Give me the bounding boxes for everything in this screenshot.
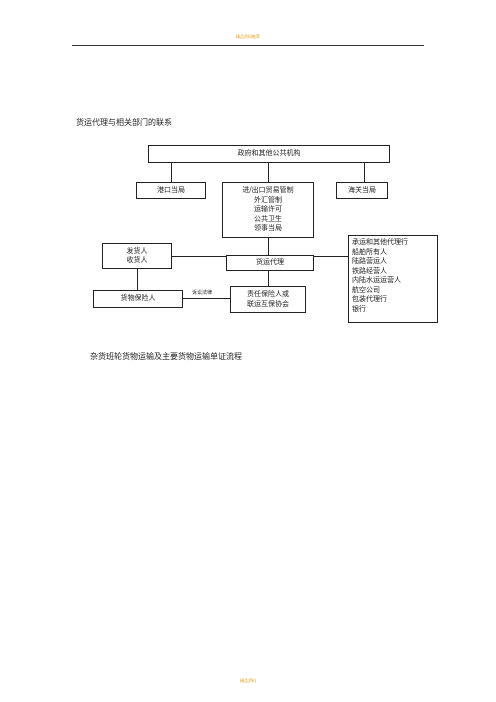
trade-control-line: 运输许可 (254, 205, 282, 214)
cargo-insurer-label: 货物保险人 (120, 294, 156, 303)
carrier-item: 陆路营运人 (352, 257, 387, 265)
carrier-item: 包装代理行 (352, 295, 387, 303)
connector-port-up (171, 163, 172, 182)
trade-control-line: 进/出口贸易管制 (242, 186, 294, 195)
consignee-label: 收货人 (126, 256, 148, 264)
port-authority-box: 港口当局 (136, 182, 206, 199)
liability-insurer-line: 责任保险人或 (247, 290, 289, 298)
connector-gov-down (268, 163, 269, 182)
port-authority-label: 港口当局 (157, 185, 185, 194)
trade-control-line: 公共卫生 (254, 214, 282, 223)
customs-label: 海关当局 (348, 185, 376, 194)
government-label: 政府和其他公共机构 (237, 149, 301, 158)
trade-control-line: 领事当局 (254, 224, 282, 233)
section-title-liner-flow: 杂货班轮货物运输及主要货物运输单证流程 (90, 352, 242, 361)
connector-insurer-liability (183, 298, 230, 299)
liability-insurer-line: 联运互保协会 (247, 299, 289, 308)
header-divider (72, 45, 424, 46)
government-box: 政府和其他公共机构 (148, 145, 390, 163)
header-link[interactable]: 精品资料推荐 (236, 34, 260, 39)
section-title-forwarder-relations: 货运代理与相关部门的联系 (76, 118, 172, 127)
connector-forwarder-liability (268, 271, 269, 286)
connector-customs-up (364, 163, 365, 182)
carrier-item: 铁路经营人 (352, 266, 387, 275)
trade-control-line: 外汇管制 (254, 195, 282, 204)
liability-insurer-box: 责任保险人或 联运互保协会 (230, 286, 306, 313)
shipper-label: 发货人 (126, 246, 148, 255)
carrier-item: 航空公司 (352, 285, 380, 294)
trade-control-box: 进/出口贸易管制 外汇管制 运输许可 公共卫生 领事当局 (222, 182, 314, 238)
connector-trade-forwarder (268, 238, 269, 255)
carrier-item: 银行 (352, 304, 366, 313)
footer-link[interactable]: 精品资料 (240, 678, 256, 683)
connector-shipper-forwarder (172, 256, 226, 257)
connector-shipper-insurer (137, 269, 138, 290)
shipper-consignee-box: 发货人 收货人 (102, 243, 172, 269)
freight-forwarder-label: 货运代理 (256, 258, 284, 267)
carriers-box: 承运和其他代理行 船舶所有人 陆路营运人 铁路经营人 内陆水运运营人 航空公司 … (348, 235, 438, 323)
customs-box: 海关当局 (336, 182, 388, 199)
cargo-insurer-box: 货物保险人 (93, 290, 183, 308)
connector-forwarder-carriers (314, 256, 348, 257)
carrier-item: 内陆水运运营人 (352, 276, 401, 284)
carrier-item: 承运和其他代理行 (352, 238, 408, 246)
freight-forwarder-box: 货运代理 (226, 255, 314, 271)
carrier-item: 船舶所有人 (352, 247, 387, 256)
legal-connector-label: 诉讼法律 (192, 290, 213, 296)
